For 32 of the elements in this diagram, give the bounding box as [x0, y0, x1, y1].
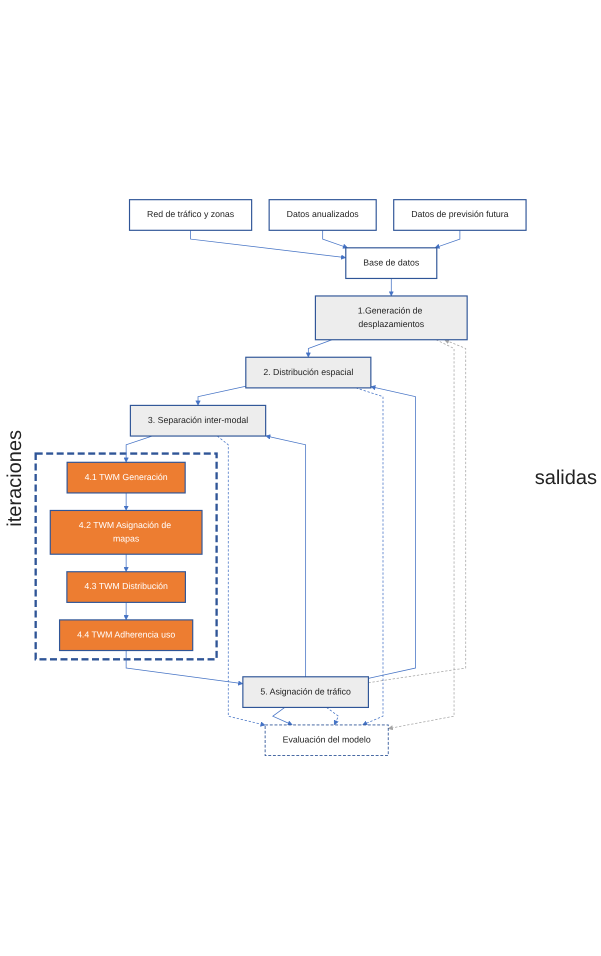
- arrow: [124, 492, 129, 512]
- node-box: Datos anualizados: [268, 199, 377, 232]
- arrow: [322, 230, 348, 250]
- arrow: [190, 230, 346, 260]
- node-box: Base de datos: [345, 248, 438, 280]
- arrow: [368, 340, 466, 684]
- arrow: [126, 650, 244, 686]
- arrow: [434, 230, 460, 250]
- node-box: 2. Distribución espacial: [245, 357, 372, 389]
- node-box: 4.3 TWM Distribución: [66, 572, 186, 604]
- arrow: [195, 386, 246, 406]
- cluster: [34, 452, 218, 661]
- node-box: Red de tráfico y zonas: [128, 199, 252, 232]
- node-box: Evaluación del modelo: [264, 724, 389, 756]
- arrow: [124, 554, 129, 572]
- node-box: 4.1 TWM Generación: [66, 462, 186, 494]
- arrow: [388, 340, 454, 731]
- arrow: [272, 707, 293, 726]
- node-box: 4.2 TWM Asignación de mapas: [50, 510, 203, 556]
- side-label: iteraciones: [3, 430, 27, 526]
- arrow: [265, 434, 306, 678]
- node-box: Datos de previsión futura: [393, 199, 527, 232]
- arrow: [124, 602, 129, 620]
- node-box: 5. Asignación de tráfico: [242, 676, 369, 708]
- node-box: 4.4 TWM Adherencia uso: [58, 620, 194, 652]
- arrow: [388, 278, 394, 297]
- arrow: [368, 386, 416, 680]
- node-box: 1.Generación de desplazamientos: [314, 296, 468, 341]
- arrow: [326, 707, 339, 726]
- side-label: salidas: [534, 466, 598, 490]
- node-box: 3. Separación inter-modal: [130, 405, 266, 437]
- arrow: [216, 436, 266, 727]
